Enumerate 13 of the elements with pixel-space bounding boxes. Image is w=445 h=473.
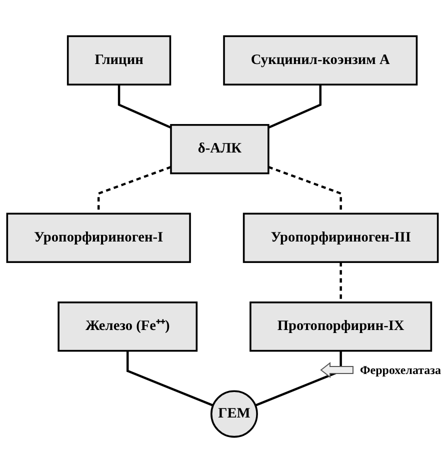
node-box: Уропорфириноген-III bbox=[242, 212, 439, 263]
node-box: Глицин bbox=[66, 35, 172, 86]
node-box: Протопорфирин-IX bbox=[250, 302, 432, 352]
node-box: Железо (Fe⁺⁺) bbox=[58, 302, 198, 352]
connector bbox=[118, 84, 172, 129]
connector bbox=[126, 350, 214, 406]
node-box: δ-АЛК bbox=[170, 124, 270, 174]
node-box: Сукцинил-коэнзим А bbox=[223, 35, 418, 86]
node-box: Уропорфириноген-I bbox=[6, 212, 191, 263]
connector bbox=[254, 350, 342, 406]
connector bbox=[268, 84, 322, 129]
enzyme-label: Феррохелатаза bbox=[360, 362, 441, 378]
node-circle: ГЕМ bbox=[210, 390, 258, 438]
